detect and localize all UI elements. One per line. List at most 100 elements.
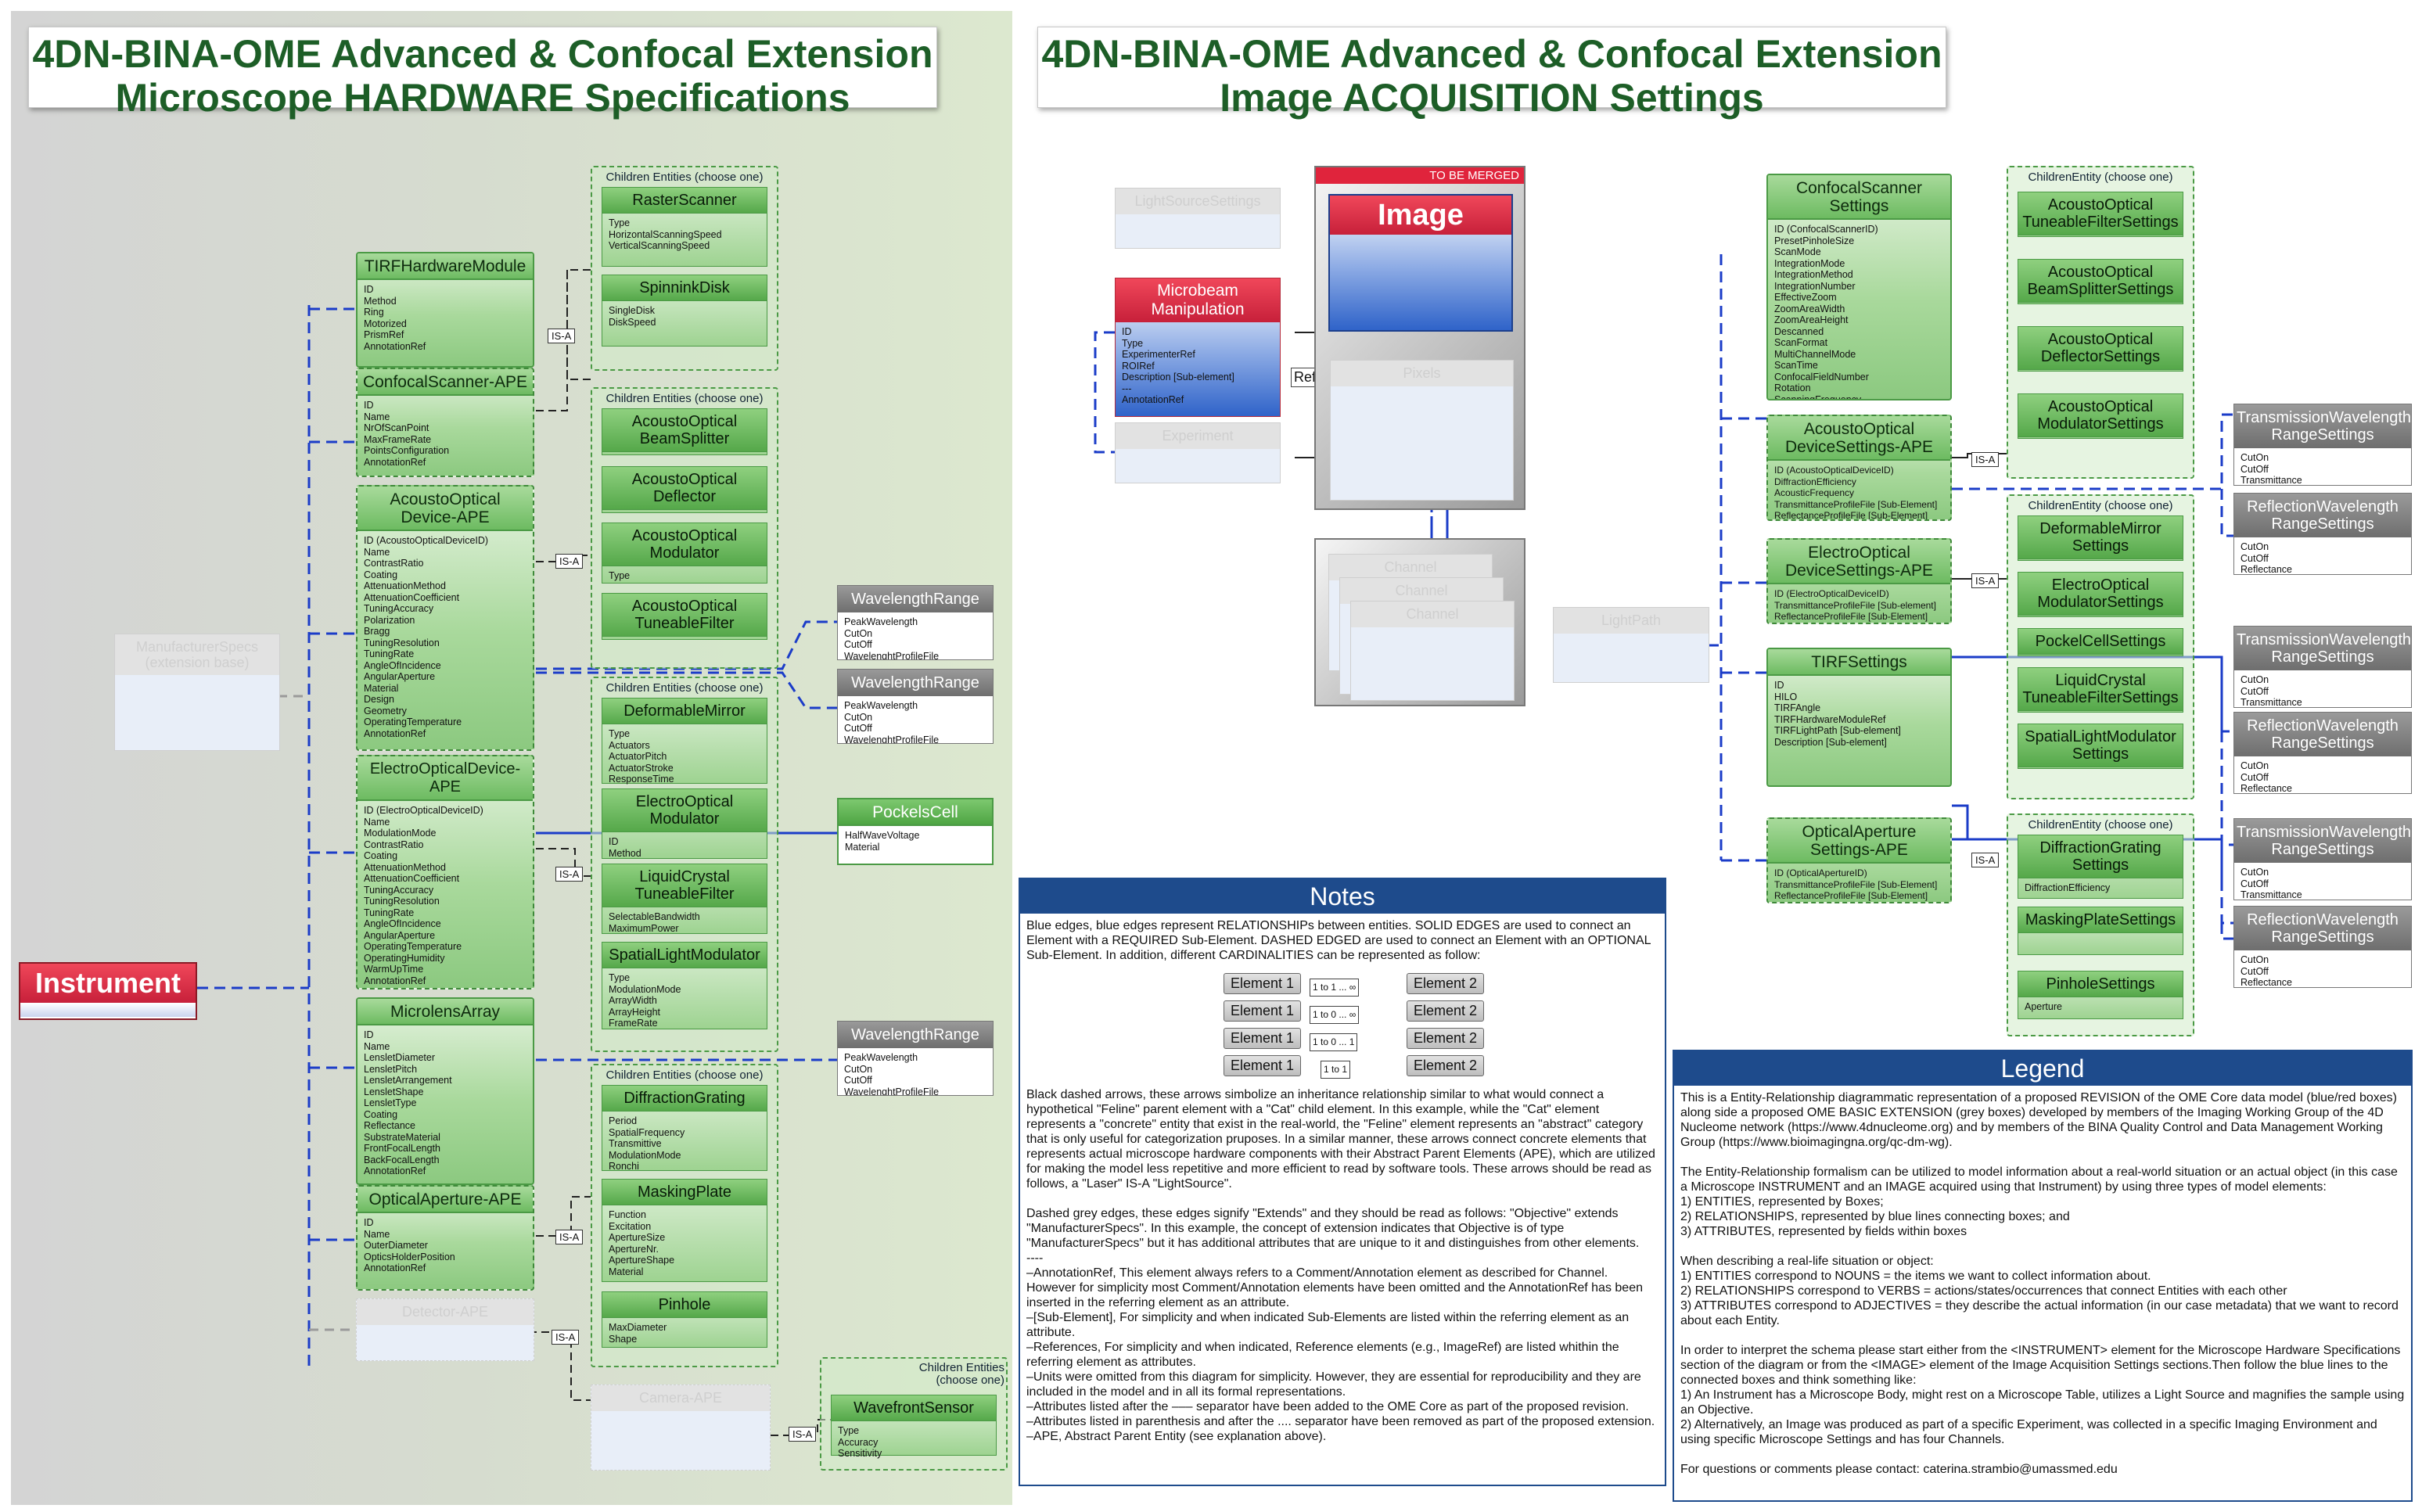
confocal-scanner-ape-entity[interactable]: ConfocalScanner-APE ID Name NrOfScanPoin… — [356, 368, 534, 477]
light-source-settings-title: LightSourceSettings — [1116, 189, 1280, 214]
attribute: OperatingTemperature — [364, 941, 462, 952]
attribute: Material — [609, 1266, 644, 1277]
attribute: HalfWaveVoltage — [845, 830, 920, 841]
instrument-entity[interactable]: Instrument — [19, 962, 197, 1020]
legend-line: In order to interpret the schema please … — [1680, 1344, 2401, 1387]
microlens-array-entity[interactable]: MicrolensArray ID Name LensletDiameter L… — [356, 997, 534, 1185]
wavelength-range-entity[interactable]: WavelengthRange PeakWavelength CutOn Cut… — [837, 669, 994, 744]
legend-line: The Entity-Relationship formalism can be… — [1680, 1165, 2398, 1194]
attribute: LensletShape — [364, 1086, 424, 1097]
pinhole-entity[interactable]: Pinhole MaxDiameter Shape — [602, 1291, 767, 1348]
optical-aperture-settings-ape-attributes: ID (OpticalApertureID) TransmittanceProf… — [1768, 864, 1950, 902]
attribute: ActuatorPitch — [609, 751, 667, 762]
light-path-entity[interactable]: LightPath — [1553, 607, 1709, 683]
spatial-light-modulator-entity[interactable]: SpatialLightModulator Type ModulationMod… — [602, 942, 767, 1029]
detector-ape-entity[interactable]: Detector-APE — [356, 1298, 534, 1361]
channel-entity[interactable]: Channel — [1350, 601, 1515, 701]
attribute: ID — [1774, 680, 1784, 691]
microbeam-manipulation-entity[interactable]: Microbeam Manipulation ID Type Experimen… — [1115, 278, 1281, 417]
image-entity[interactable]: Image — [1328, 194, 1513, 332]
pixels-entity[interactable]: Pixels — [1330, 360, 1514, 501]
pixels-title: Pixels — [1331, 361, 1513, 386]
legend-contact: For questions or comments please contact… — [1680, 1463, 2118, 1476]
title-line: RangeSettings — [2271, 734, 2374, 752]
light-source-settings-entity[interactable]: LightSourceSettings — [1115, 188, 1281, 249]
choice-group-label: ChildrenEntity (choose one) — [2028, 499, 2173, 512]
title-line: Modulator — [649, 544, 720, 562]
pockels-cell-entity[interactable]: PockelsCell HalfWaveVoltage Material — [837, 798, 994, 865]
tirf-settings-title: TIRFSettings — [1768, 649, 1950, 676]
attribute: ID (OpticalApertureID) — [1774, 867, 1867, 878]
tirf-hardware-module-entity[interactable]: TIRFHardwareModule ID Method Ring Motori… — [356, 252, 534, 368]
scanner-children-group: Children Entities (choose one) RasterSca… — [591, 166, 778, 371]
choice-group-label: Children Entities (choose one) — [821, 1359, 1006, 1390]
title-line: RangeSettings — [2271, 515, 2374, 533]
attribute: EffectiveZoom — [1774, 292, 1837, 303]
camera-ape-entity[interactable]: Camera-APE — [591, 1385, 771, 1471]
notes-item: –AnnotationRef, This element always refe… — [1026, 1266, 1643, 1309]
spinning-disk-entity[interactable]: SpinninkDisk SingleDisk DiskSpeed — [602, 275, 767, 347]
notes-paragraph: Blue edges, blue edges represent RELATIO… — [1026, 919, 1651, 962]
confocal-scanner-ape-title: ConfocalScanner-APE — [358, 369, 533, 396]
attribute: Polarization — [364, 614, 415, 626]
wavelength-range-entity[interactable]: WavelengthRange PeakWavelength CutOn Cut… — [837, 585, 994, 660]
electro-optical-device-ape-entity[interactable]: ElectroOpticalDevice-APE ID (ElectroOpti… — [356, 755, 534, 989]
attribute: CutOn — [2241, 954, 2269, 965]
diffraction-grating-entity[interactable]: DiffractionGrating Period SpatialFrequen… — [602, 1085, 767, 1172]
attribute: ID (ElectroOpticalDeviceID) — [364, 805, 483, 816]
optical-aperture-ape-entity[interactable]: OpticalAperture-APE ID Name OuterDiamete… — [356, 1185, 534, 1291]
attribute: SpatialFrequency — [609, 1126, 685, 1138]
acousto-optical-device-ape-entity[interactable]: AcoustoOptical Device-APE ID (AcoustoOpt… — [356, 485, 534, 751]
attribute: FrameRate — [609, 1018, 658, 1029]
wavelength-range-title: WavelengthRange — [838, 586, 993, 612]
pinhole-settings-entity[interactable]: PinholeSettings Aperture — [2018, 971, 2183, 1019]
wavelength-range-entity[interactable]: WavelengthRange PeakWavelength CutOn Cut… — [837, 1021, 994, 1096]
choice-group-label: Children Entities (choose one) — [606, 392, 764, 405]
attribute: TuningRate — [364, 907, 415, 918]
legend-title: Legend — [1674, 1051, 2411, 1086]
pockel-cell-settings-entity[interactable]: PockelCellSettings — [2018, 628, 2183, 656]
attribute: Ring — [364, 307, 384, 318]
masking-plate-settings-entity[interactable]: MaskingPlateSettings — [2018, 907, 2183, 955]
experiment-entity[interactable]: Experiment — [1115, 422, 1281, 483]
wavefront-sensor-entity[interactable]: WavefrontSensor Type Accuracy Sensitivit… — [831, 1395, 997, 1459]
attribute: TuningAccuracy — [364, 884, 434, 896]
deformable-mirror-entity[interactable]: DeformableMirror Type Actuators Actuator… — [602, 698, 767, 785]
masking-plate-entity[interactable]: MaskingPlate Function Excitation Apertur… — [602, 1179, 767, 1282]
raster-scanner-entity[interactable]: RasterScanner Type HorizontalScanningSpe… — [602, 187, 767, 267]
attribute: PeakWavelength — [844, 616, 918, 627]
tirf-settings-entity[interactable]: TIRFSettings ID HILO TIRFAngle TIRFHardw… — [1766, 648, 1952, 787]
notes-item: –Attributes listed after the ––– separat… — [1026, 1400, 1630, 1413]
manufacturer-specs-entity[interactable]: ManufacturerSpecs (extension base) — [114, 634, 280, 751]
